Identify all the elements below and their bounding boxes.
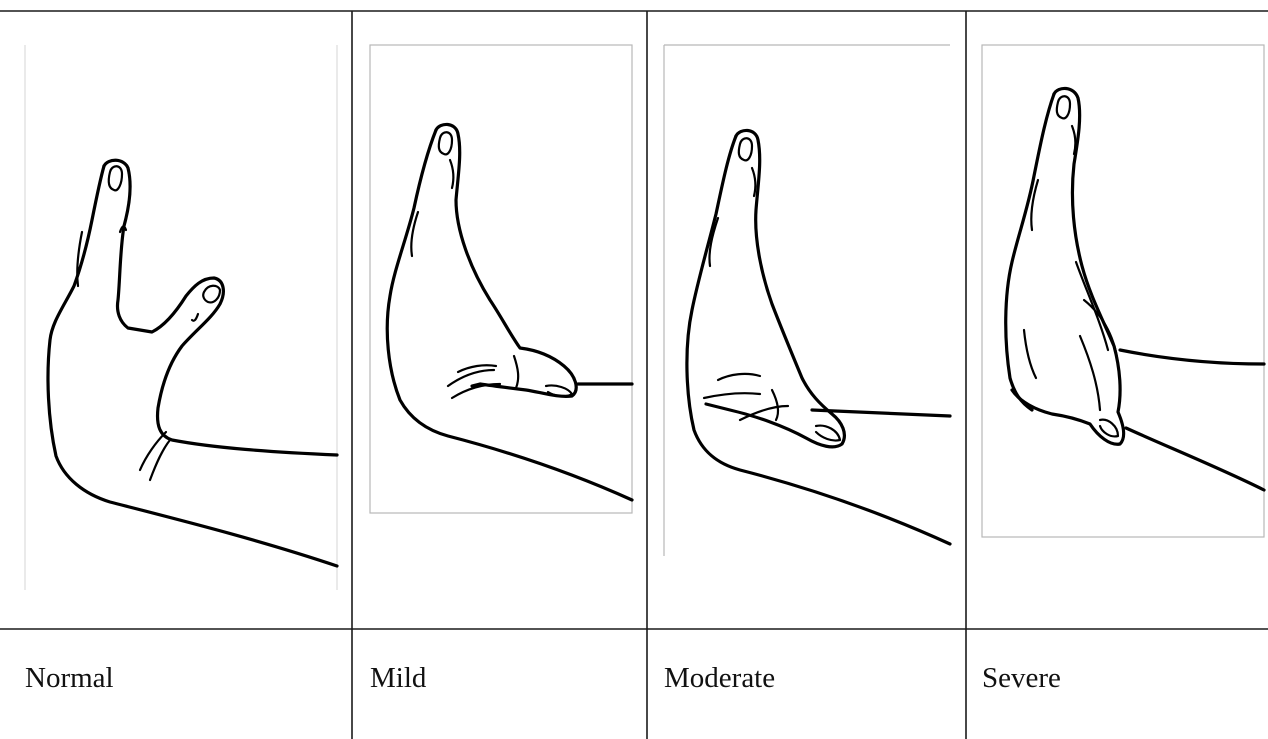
mild-panel-frame: [370, 45, 632, 513]
normal-hand-outline: [104, 160, 337, 455]
mild-thumbnail: [439, 132, 452, 154]
normal-thumbnail: [109, 166, 122, 190]
moderate-palm-crease-1: [704, 393, 760, 398]
moderate-thumbnail: [739, 138, 752, 160]
severe-finger-nail: [1100, 420, 1118, 437]
severe-hand-outline: [1012, 88, 1124, 444]
severity-label-normal: Normal: [25, 664, 114, 693]
severity-label-severe: Severe: [982, 664, 1061, 693]
moderate-hand-lower-contour: [687, 136, 950, 544]
severe-forearm-top: [1120, 350, 1264, 364]
moderate-thumb-joint: [752, 168, 755, 196]
severe-forearm-bottom: [1126, 428, 1264, 490]
severe-finger-bulge: [1084, 300, 1118, 366]
moderate-finger-nail: [816, 426, 840, 441]
severe-thumbnail: [1057, 96, 1070, 118]
moderate-knuckle-crease: [772, 390, 778, 420]
normal-finger-crease: [192, 314, 198, 321]
normal-hand-lower-contour: [48, 166, 337, 566]
normal-finger-nail: [203, 286, 220, 303]
severity-label-mild: Mild: [370, 664, 426, 693]
table-grid: [0, 11, 1268, 739]
mild-knuckle-crease: [514, 356, 518, 388]
severe-panel-frame: [982, 45, 1264, 537]
mild-hand-lower-contour: [387, 130, 632, 500]
mild-hand-outline: [436, 124, 576, 396]
severe-palm-crease-1: [1024, 330, 1036, 378]
hand-moderate-icon: [664, 45, 950, 556]
mild-thumb-joint: [450, 160, 453, 188]
severe-finger-crease: [1080, 336, 1100, 410]
hand-normal-icon: [25, 45, 337, 590]
moderate-palm-crease-2: [718, 374, 760, 380]
severity-label-moderate: Moderate: [664, 664, 775, 693]
hand-severe-icon: [982, 45, 1264, 537]
hand-mild-icon: [370, 45, 632, 513]
severe-thumb-joint: [1072, 126, 1075, 154]
